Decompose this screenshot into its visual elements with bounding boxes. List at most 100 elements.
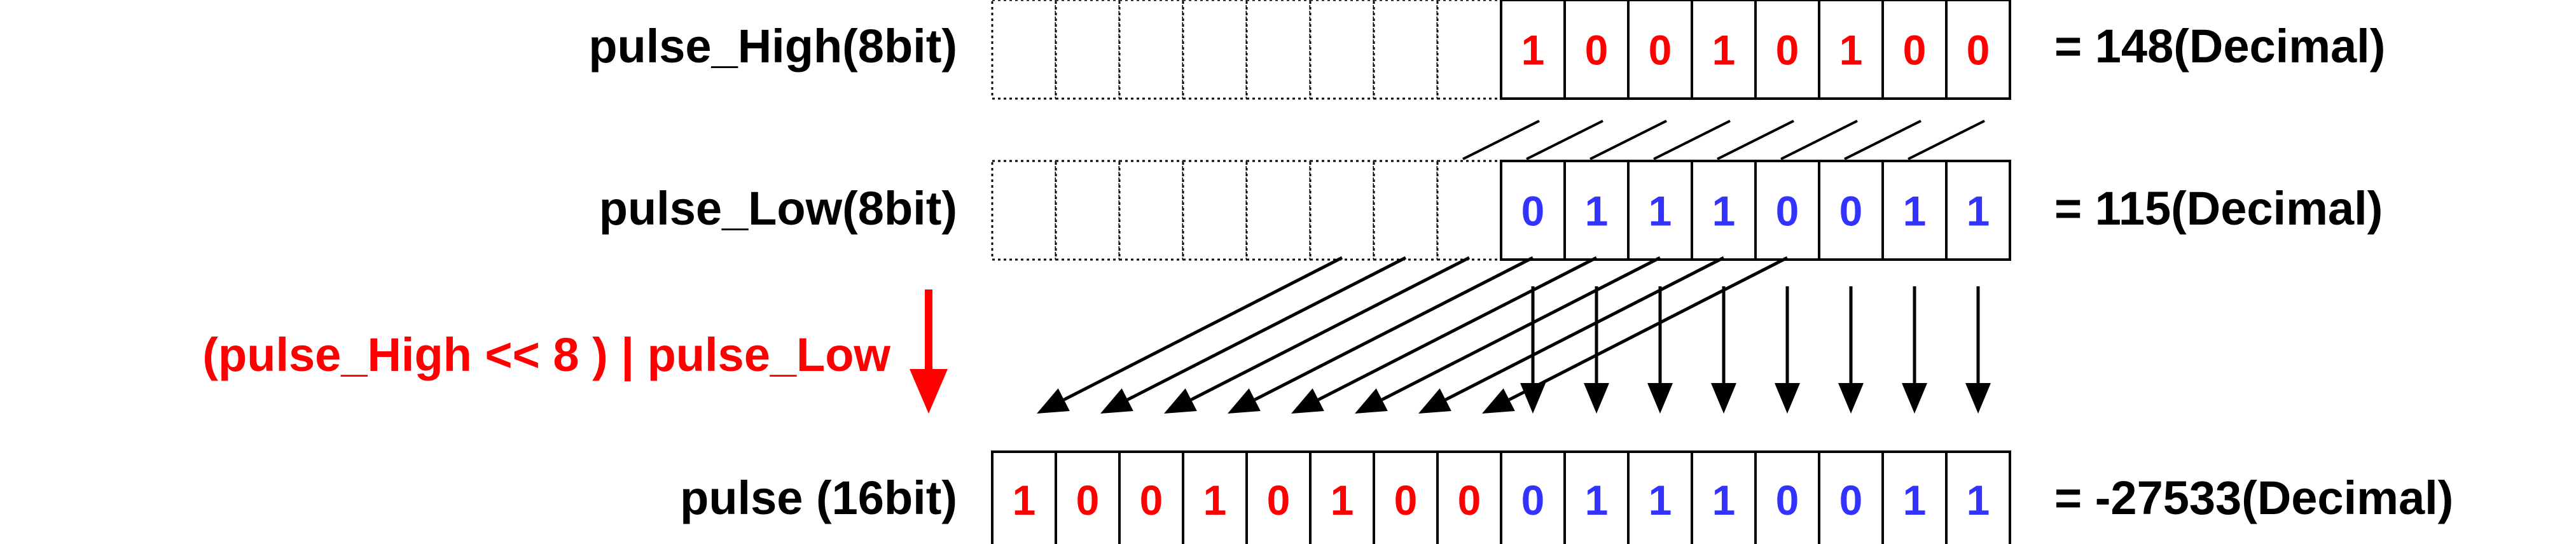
high-bit-value: 1 [1712,27,1736,74]
copy-arrow-head [1520,383,1546,414]
shift-arrow-head [1418,388,1451,414]
low-bit-value: 1 [1967,188,1990,235]
pulse-bit-value: 1 [1712,477,1736,524]
pulse-bit-cell [1754,450,1820,544]
pulse-bit-value: 1 [1903,477,1927,524]
copy-arrow-head [1965,383,1991,414]
pulse-bit-value: 0 [1458,477,1481,524]
shift-slash-line [1908,120,1985,160]
shift-slash-line [1844,120,1922,160]
low-empty-cell [1118,160,1184,261]
operation-label: (pulse_High << 8 ) | pulse_Low [202,328,890,381]
high-result: = 148(Decimal) [2054,20,2386,73]
pulse-low-label: pulse_Low(8bit) [599,182,957,235]
shift-arrow-shaft [1254,256,1534,401]
pulse-bit-cell [1691,450,1757,544]
low-bit-cell [1500,160,1566,261]
high-empty-cell [1373,0,1439,100]
high-bit-cell [1754,0,1820,100]
pulse-bit-value: 1 [1585,477,1609,524]
operation-arrow-head [910,369,948,414]
shift-arrow-shaft [1190,256,1471,401]
low-empty-cell [1245,160,1312,261]
pulse-bit-cell [1373,450,1439,544]
pulse-bit-value: 0 [1521,477,1545,524]
copy-arrow-head [1711,383,1736,414]
low-bit-value: 0 [1839,188,1863,235]
pulse-bit-cell [1945,450,2011,544]
high-bit-value: 1 [1521,27,1545,74]
high-bit-cell [1563,0,1630,100]
shift-arrow-head [1037,388,1070,414]
high-bit-value: 0 [1967,27,1990,74]
shift-arrow-shaft [1508,256,1789,401]
low-empty-cell [991,160,1057,261]
pulse-bit-cell [991,450,1057,544]
low-result: = 115(Decimal) [2054,182,2383,235]
shift-arrow-head [1355,388,1388,414]
copy-arrow-head [1584,383,1609,414]
low-empty-cell [1373,160,1439,261]
shift-slash-line [1462,120,1540,160]
pulse-bit-cell [1436,450,1502,544]
shift-arrow-shaft [1063,256,1343,401]
high-bit-value: 0 [1776,27,1799,74]
low-bit-cell [1818,160,1884,261]
shift-arrow-head [1291,388,1324,414]
high-bit-value: 0 [1649,27,1672,74]
low-bit-value: 1 [1585,188,1609,235]
low-empty-cell [1309,160,1375,261]
pulse-bit-cell [1309,450,1375,544]
copy-arrow-head [1838,383,1864,414]
shift-slash-line [1526,120,1603,160]
high-bit-value: 0 [1585,27,1609,74]
high-bit-cell [1945,0,2011,100]
pulse-bit-value: 0 [1140,477,1163,524]
pulse-bit-value: 1 [1649,477,1672,524]
copy-arrow-head [1902,383,1927,414]
copy-arrow-head [1775,383,1800,414]
copy-arrow-head [1647,383,1673,414]
pulse-bit-cell [1818,450,1884,544]
high-empty-cell [1118,0,1184,100]
shift-slash-line [1589,120,1667,160]
low-bit-value: 0 [1776,188,1799,235]
low-bit-cell [1563,160,1630,261]
shift-arrow-shaft [1381,256,1661,401]
high-empty-cell [1055,0,1121,100]
shift-arrow-shaft [1317,256,1598,401]
high-empty-cell [1309,0,1375,100]
high-empty-cell [1245,0,1312,100]
low-empty-cell [1055,160,1121,261]
high-empty-cell [1436,0,1502,100]
high-empty-cell [991,0,1057,100]
high-bit-value: 0 [1903,27,1927,74]
pulse-label: pulse (16bit) [680,471,957,524]
high-bit-cell [1881,0,1948,100]
shift-arrow-head [1100,388,1133,414]
pulse-high-label: pulse_High(8bit) [588,20,957,73]
low-bit-cell [1881,160,1948,261]
low-bit-cell [1627,160,1693,261]
pulse-result: = -27533(Decimal) [2054,471,2454,524]
shift-arrow-head [1482,388,1515,414]
low-empty-cell [1436,160,1502,261]
pulse-bit-value: 0 [1076,477,1100,524]
low-bit-cell [1691,160,1757,261]
shift-arrow-head [1164,388,1197,414]
high-bit-value: 1 [1839,27,1863,74]
pulse-bit-value: 0 [1394,477,1418,524]
low-bit-value: 1 [1903,188,1927,235]
low-bit-cell [1945,160,2011,261]
high-empty-cell [1182,0,1248,100]
low-bit-value: 1 [1712,188,1736,235]
pulse-bit-value: 1 [1203,477,1227,524]
low-bit-cell [1754,160,1820,261]
shift-slash-line [1717,120,1794,160]
pulse-bit-cell [1055,450,1121,544]
pulse-bit-value: 1 [1967,477,1990,524]
pulse-bit-value: 1 [1331,477,1354,524]
low-bit-value: 1 [1649,188,1672,235]
pulse-bit-value: 0 [1267,477,1291,524]
low-empty-cell [1182,160,1248,261]
